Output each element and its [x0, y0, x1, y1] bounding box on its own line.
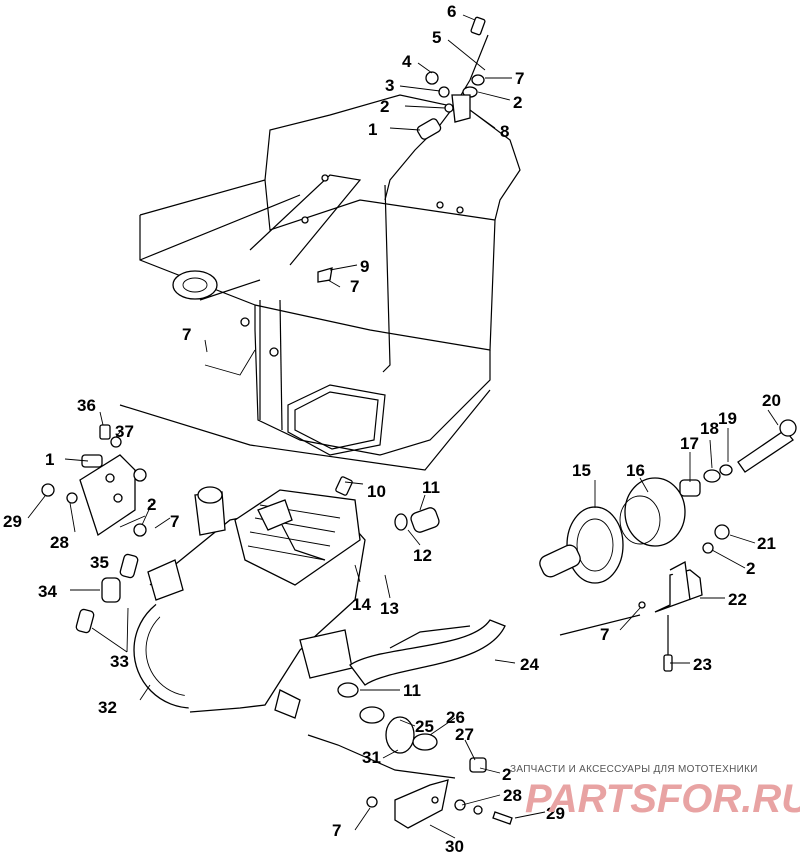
callout-2: 2 [502, 765, 511, 784]
watermark-caption: ЗАПЧАСТИ И АКСЕССУАРЫ ДЛЯ МОТОТЕХНИКИ [510, 764, 758, 775]
callout-2: 2 [746, 559, 755, 578]
callout-1: 1 [368, 120, 377, 139]
callout-27: 27 [455, 725, 474, 744]
callout-13: 13 [380, 599, 399, 618]
watermark-logo: PARTSFOR.RU [525, 777, 800, 821]
callout-7: 7 [170, 512, 179, 531]
callout-7: 7 [182, 325, 191, 344]
frame-assembly [119, 94, 521, 471]
callout-2: 2 [513, 93, 522, 112]
callout-31: 31 [362, 748, 381, 767]
callout-15: 15 [572, 461, 591, 480]
callout-7: 7 [350, 277, 359, 296]
callout-4: 4 [402, 52, 412, 71]
hose-assembly [337, 507, 506, 754]
drive-clutch-assembly [539, 419, 797, 584]
callout-23: 23 [693, 655, 712, 674]
callout-7: 7 [332, 821, 341, 840]
callout-9: 9 [360, 257, 369, 276]
callout-16: 16 [626, 461, 645, 480]
callout-20: 20 [762, 391, 781, 410]
right-mount-assembly [559, 524, 730, 672]
callout-22: 22 [728, 590, 747, 609]
callout-35: 35 [90, 553, 109, 572]
callout-12: 12 [413, 546, 432, 565]
left-mount-assembly [41, 424, 147, 634]
callout-19: 19 [718, 409, 737, 428]
callout-17: 17 [680, 434, 699, 453]
callout-8: 8 [500, 122, 509, 141]
callout-26: 26 [446, 708, 465, 727]
callout-18: 18 [700, 419, 719, 438]
leader-lines [27, 14, 779, 839]
callout-7: 7 [600, 625, 609, 644]
callout-11: 11 [403, 681, 421, 700]
callout-2: 2 [380, 97, 389, 116]
callout-29: 29 [3, 512, 22, 531]
cable-assembly [317, 16, 489, 283]
callout-14: 14 [352, 595, 371, 614]
callout-1: 1 [45, 450, 54, 469]
callout-2: 2 [147, 495, 156, 514]
callout-28: 28 [50, 533, 69, 552]
callout-21: 21 [757, 534, 776, 553]
callout-7: 7 [515, 69, 524, 88]
callout-28: 28 [503, 786, 522, 805]
callout-37: 37 [115, 422, 134, 441]
callout-32: 32 [98, 698, 117, 717]
callout-10: 10 [367, 482, 386, 501]
callout-25: 25 [415, 717, 434, 736]
callout-labels: 6 5 4 3 2 1 7 2 8 9 7 7 10 11 12 14 13 1… [3, 2, 781, 855]
watermark: ЗАПЧАСТИ И АКСЕССУАРЫ ДЛЯ МОТОТЕХНИКИ PA… [510, 764, 800, 821]
callout-11: 11 [422, 478, 440, 497]
callout-3: 3 [385, 76, 394, 95]
callout-34: 34 [38, 582, 57, 601]
callout-29: 29 [546, 804, 565, 823]
engine-assembly [133, 476, 366, 719]
callout-5: 5 [432, 28, 441, 47]
callout-6: 6 [447, 2, 456, 21]
callout-36: 36 [77, 396, 96, 415]
lower-bracket-assembly [307, 734, 513, 829]
callout-24: 24 [520, 655, 539, 674]
callout-30: 30 [445, 837, 464, 855]
callout-33: 33 [110, 652, 129, 671]
